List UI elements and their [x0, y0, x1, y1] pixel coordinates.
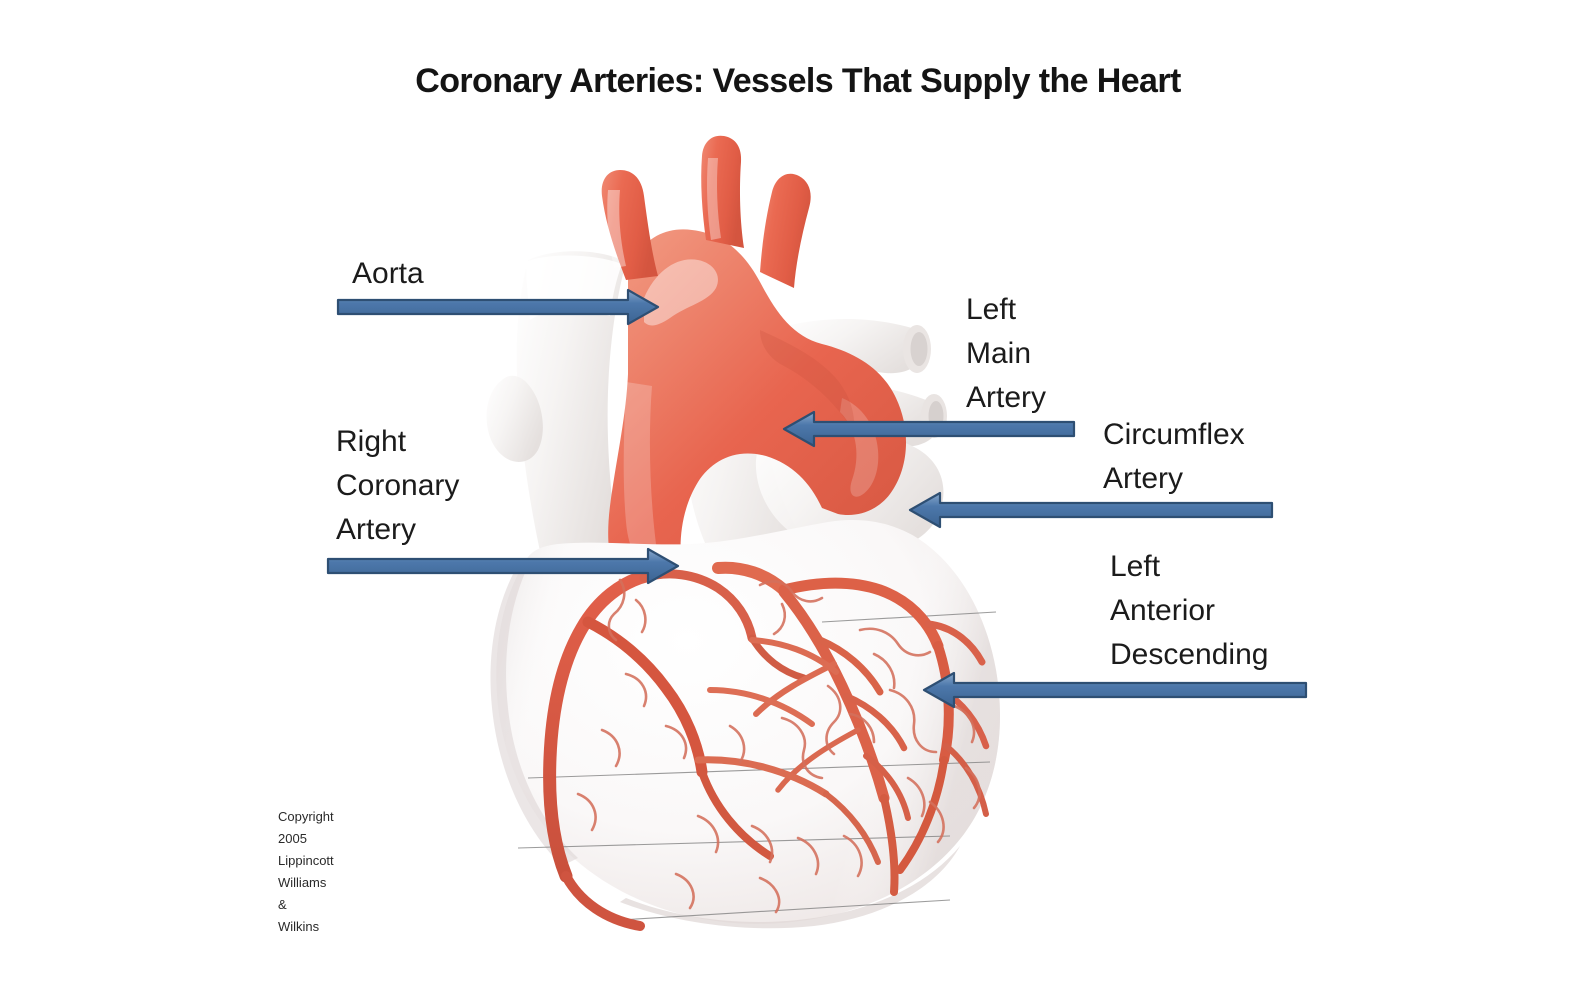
- label-right-coronary-artery: Right Coronary Artery: [336, 425, 460, 546]
- page-title: Coronary Arteries: Vessels That Supply t…: [415, 62, 1181, 100]
- left-main-artery-arrow: [782, 410, 1076, 448]
- coronary-capillaries: [576, 578, 981, 914]
- circumflex-artery-arrow: [908, 491, 1274, 529]
- right-coronary-artery-arrow: [326, 547, 680, 585]
- aorta-arrow: [336, 288, 660, 326]
- label-circumflex-artery: Circumflex Artery: [1103, 418, 1245, 495]
- leader-lines: [517, 611, 997, 921]
- label-left-main-artery: Left Main Artery: [966, 293, 1047, 414]
- left-anterior-descending-arrow: [922, 671, 1308, 709]
- copyright-notice: Copyright 2005 Lippincott Williams & Wil…: [278, 809, 334, 934]
- label-aorta: Aorta: [352, 257, 424, 290]
- heart-muscle: [490, 520, 1001, 929]
- heart-illustration: [486, 135, 1001, 931]
- label-left-anterior-descending: Left Anterior Descending: [1110, 550, 1269, 671]
